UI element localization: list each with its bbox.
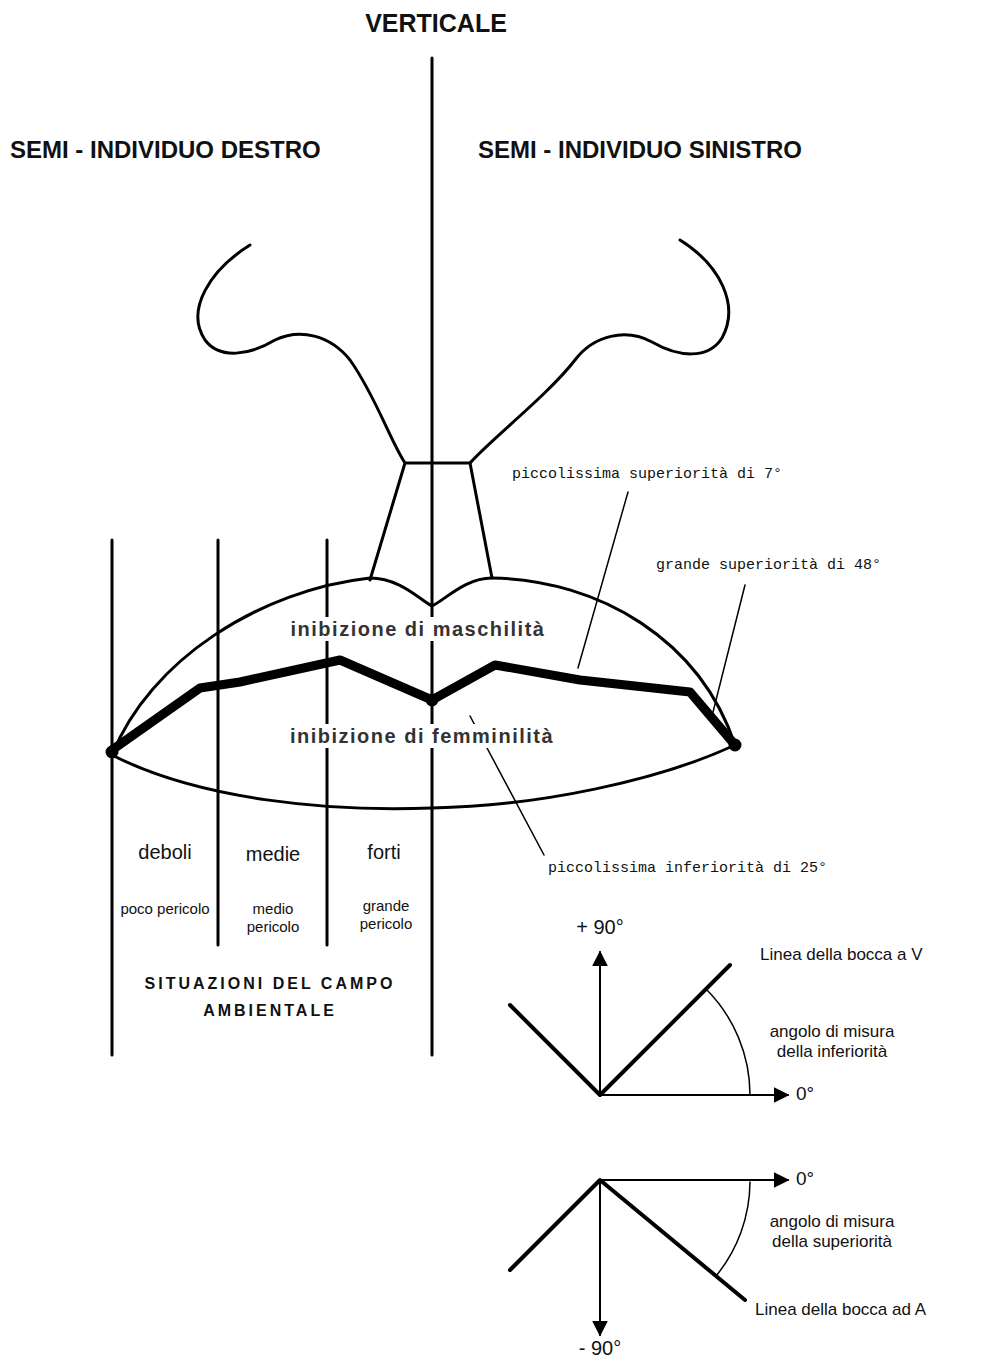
leader-line — [712, 585, 745, 716]
region-label: inibizione di maschilità — [289, 617, 548, 641]
danger-label: poco pericolo — [120, 900, 210, 918]
axis-label: 0° — [796, 1168, 814, 1191]
a-mouth-line — [510, 1180, 745, 1300]
situation-label: deboli — [117, 840, 213, 864]
nose-left — [198, 245, 405, 463]
axis-label: 0° — [796, 1083, 814, 1106]
leader-line — [578, 492, 628, 668]
angle-label: angolo di misura della superiorità — [757, 1212, 907, 1253]
mouth-corner — [107, 747, 117, 757]
mouth-center — [427, 695, 437, 705]
danger-label: medio pericolo — [225, 900, 321, 936]
callout-text: grande superiorità di 48° — [656, 557, 881, 575]
danger-label: grande pericolo — [343, 897, 429, 933]
angle-arc — [716, 1182, 750, 1276]
upper-lip — [112, 578, 735, 755]
field-divider — [111, 540, 114, 1055]
side-heading: SEMI - INDIVIDUO SINISTRO — [478, 136, 802, 165]
line-label: Linea della bocca ad A — [755, 1300, 926, 1320]
vertical-axis — [431, 58, 434, 1055]
axis-title: VERTICALE — [326, 8, 546, 38]
axis-arrow — [600, 1179, 788, 1181]
callout-text: piccolissima inferiorità di 25° — [548, 860, 827, 878]
lower-lip — [112, 745, 735, 809]
nose-right — [470, 240, 729, 463]
situation-label: forti — [339, 840, 429, 864]
v-mouth-line — [510, 965, 730, 1095]
mouth-line — [112, 660, 735, 750]
axis-arrow — [599, 1180, 601, 1335]
angle-label: angolo di misura della inferiorità — [757, 1022, 907, 1063]
mouth-corner — [730, 740, 740, 750]
field-divider — [217, 540, 220, 945]
side-heading: SEMI - INDIVIDUO DESTRO — [10, 136, 321, 165]
nose-tip — [370, 463, 492, 580]
axis-arrow — [600, 1094, 788, 1096]
situation-label: medie — [223, 842, 323, 866]
region-label: inibizione di femminilità — [288, 724, 556, 748]
axis-arrow — [599, 952, 601, 1095]
axis-label: - 90° — [560, 1336, 640, 1360]
axis-label: + 90° — [560, 915, 640, 939]
callout-text: piccolissima superiorità di 7° — [512, 466, 782, 484]
angle-arc — [706, 989, 750, 1095]
field-caption: SITUAZIONI DEL CAMPO AMBIENTALE — [120, 970, 420, 1024]
line-label: Linea della bocca a V — [760, 945, 923, 965]
